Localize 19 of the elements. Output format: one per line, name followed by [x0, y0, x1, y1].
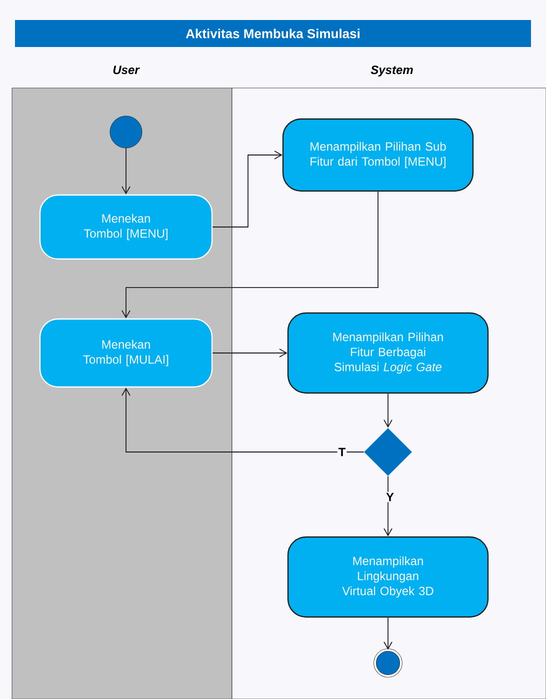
arrow: [122, 191, 378, 318]
lane-heading: System: [370, 66, 413, 76]
action-box: Menekan Tombol [MULAI]: [39, 318, 213, 388]
end-node: [374, 648, 402, 678]
arrow: [212, 348, 288, 358]
arrow: [212, 150, 282, 228]
decision-diamond: [364, 428, 412, 476]
arrow: [384, 393, 392, 428]
action-box: Menampilkan Pilihan Sub Fitur dari Tombol [MENU]: [282, 118, 474, 192]
arrow: [122, 388, 364, 452]
action-box: Menekan Tombol [MENU]: [39, 194, 213, 260]
action-box: Menampilkan Pilihan Fitur Berbagai Simulasi Logic Gate: [287, 312, 489, 394]
lane-heading: User: [113, 66, 140, 74]
arrow: [384, 617, 392, 650]
arrow: [122, 148, 130, 194]
arrow: [384, 476, 392, 536]
start-node: [110, 116, 142, 148]
action-box: Menampilkan Lingkungan Virtual Obyek 3D: [287, 536, 489, 618]
title-bar: Aktivitas Membuka Simulasi: [15, 20, 531, 47]
